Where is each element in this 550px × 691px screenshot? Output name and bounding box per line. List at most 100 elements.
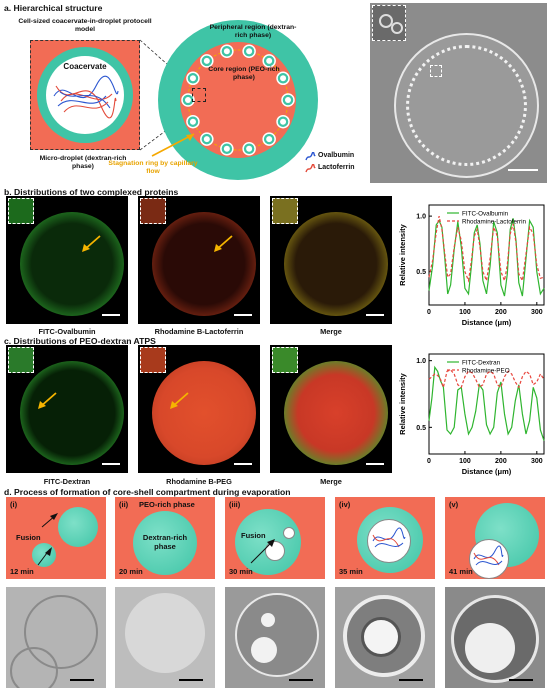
step-4-schematic: (iv) 35 min xyxy=(335,497,435,579)
ring-bead-core xyxy=(280,118,287,125)
y-axis-label: Relative intensity xyxy=(398,223,407,286)
x-axis-label: Distance (μm) xyxy=(462,318,512,327)
inner-ring xyxy=(406,45,527,166)
b-fitc-arrow xyxy=(82,235,101,252)
b-fitc-image xyxy=(6,196,128,324)
hierarchical-droplet xyxy=(158,20,318,180)
panel-d-title: d. Process of formation of core-shell co… xyxy=(4,487,291,497)
legend-ovalbumin: Ovalbumin xyxy=(318,152,355,159)
c-fitc-arrow xyxy=(38,392,57,409)
panel-a-title: a. Hierarchical structure xyxy=(4,3,103,13)
stagnation-arrow xyxy=(151,133,195,157)
b-caption-1: FITC-Ovalbumin xyxy=(38,327,96,336)
x-tick-label: 300 xyxy=(531,309,543,316)
ring-bead-core xyxy=(246,48,253,55)
step-5-micrograph xyxy=(445,587,545,688)
step-3-scalebar xyxy=(289,679,313,681)
ring-bead-core xyxy=(203,57,210,64)
step-1-num: (i) xyxy=(10,500,18,509)
x-tick-label: 100 xyxy=(459,309,471,316)
step-5-scalebar xyxy=(509,679,533,681)
step-3-schematic: (iii) Fusion 30 min xyxy=(225,497,325,579)
step-1-scalebar xyxy=(70,679,94,681)
ring-bead-core xyxy=(189,75,196,82)
step-5-schematic: (v) 41 min xyxy=(445,497,545,579)
step-5-num: (v) xyxy=(449,500,459,509)
step-4-polymer xyxy=(372,527,406,548)
step-3-num: (iii) xyxy=(229,500,241,509)
legend-label: FITC-Ovalbumin xyxy=(462,211,509,218)
polymer-tangle xyxy=(53,75,119,119)
c-merge-inset xyxy=(272,347,298,373)
step-1-note: Fusion xyxy=(16,533,41,542)
ring-bead-core xyxy=(266,57,273,64)
brightfield-micrograph xyxy=(370,3,547,183)
ring-bead-core xyxy=(203,136,210,143)
model-title: Cell-sized coacervate-in-droplet protoce… xyxy=(18,18,152,33)
series-line xyxy=(428,218,545,297)
c-caption-1: FITC-Dextran xyxy=(43,477,91,486)
step-2-inner: Dextran-rich phase xyxy=(142,533,188,551)
legend-label: FITC-Dextran xyxy=(462,360,501,367)
step-1-schematic: (i) Fusion 12 min xyxy=(6,497,106,579)
step-4-time: 35 min xyxy=(339,567,363,576)
bf-zoom-box xyxy=(430,65,442,77)
step-1-micrograph xyxy=(6,587,106,688)
step-4-micrograph xyxy=(335,587,435,688)
b-rhodamine-image xyxy=(138,196,260,324)
bf-scalebar xyxy=(508,169,538,171)
x-tick-label: 200 xyxy=(495,458,507,465)
y-tick-label: 0.5 xyxy=(416,425,426,432)
step-2-micrograph xyxy=(115,587,215,688)
bf-inset xyxy=(372,5,406,41)
series-line xyxy=(428,365,545,441)
step-3-fusion-arrow xyxy=(250,539,275,564)
step-2-note: PEO-rich phase xyxy=(139,500,195,509)
lactoferrin-icon xyxy=(305,164,316,173)
step-5-time: 41 min xyxy=(449,567,473,576)
panel-c-title: c. Distributions of PEO-dextran ATPS xyxy=(4,336,156,346)
ring-bead-core xyxy=(223,145,230,152)
c-rhod-arrow xyxy=(170,392,189,409)
step-1-time: 12 min xyxy=(10,567,34,576)
y-tick-label: 1.0 xyxy=(416,214,426,221)
x-tick-label: 300 xyxy=(531,458,543,465)
core-region xyxy=(180,42,296,158)
ring-bead-core xyxy=(189,118,196,125)
ring-bead-core xyxy=(285,97,291,103)
b-caption-3: Merge xyxy=(320,327,342,336)
step-2-schematic: (ii) PEO-rich phase Dextran-rich phase 2… xyxy=(115,497,215,579)
step-5-polymer xyxy=(473,545,504,566)
c-rhodamine-image xyxy=(138,345,260,473)
panel-b-title: b. Distributions of two complexed protei… xyxy=(4,187,179,197)
peripheral-label: Peripheral region (dextran-rich phase) xyxy=(209,24,297,39)
coacervate-label: Coacervate xyxy=(63,62,107,71)
b-merge-inset xyxy=(272,198,298,224)
zoom-box xyxy=(192,88,206,102)
x-tick-label: 0 xyxy=(427,309,431,316)
c-fitc-inset xyxy=(8,347,34,373)
stagnation-ring xyxy=(181,44,295,156)
x-axis-label: Distance (μm) xyxy=(462,467,512,476)
ring-bead-core xyxy=(266,136,273,143)
c-rhod-inset xyxy=(140,347,166,373)
c-merge-scalebar xyxy=(366,463,384,465)
c-caption-2: Rhodamine B-PEG xyxy=(166,477,232,486)
y-axis-label: Relative intensity xyxy=(398,372,407,435)
ring-bead-core xyxy=(223,48,230,55)
b-rhod-scalebar xyxy=(234,314,252,316)
core-label: Core region (PEO-rich phase) xyxy=(208,66,280,81)
step-3-time: 30 min xyxy=(229,567,253,576)
b-rhod-arrow xyxy=(214,235,233,252)
plot-frame xyxy=(428,353,545,455)
step-2-time: 20 min xyxy=(119,567,143,576)
microdroplet-label: Micro-droplet (dextran-rich phase) xyxy=(39,155,127,170)
series-line xyxy=(428,369,545,390)
ring-bead-core xyxy=(280,75,287,82)
c-merge-image xyxy=(270,345,392,473)
y-tick-label: 1.0 xyxy=(416,358,426,365)
plot-frame xyxy=(428,204,545,306)
c-rhod-scalebar xyxy=(234,463,252,465)
